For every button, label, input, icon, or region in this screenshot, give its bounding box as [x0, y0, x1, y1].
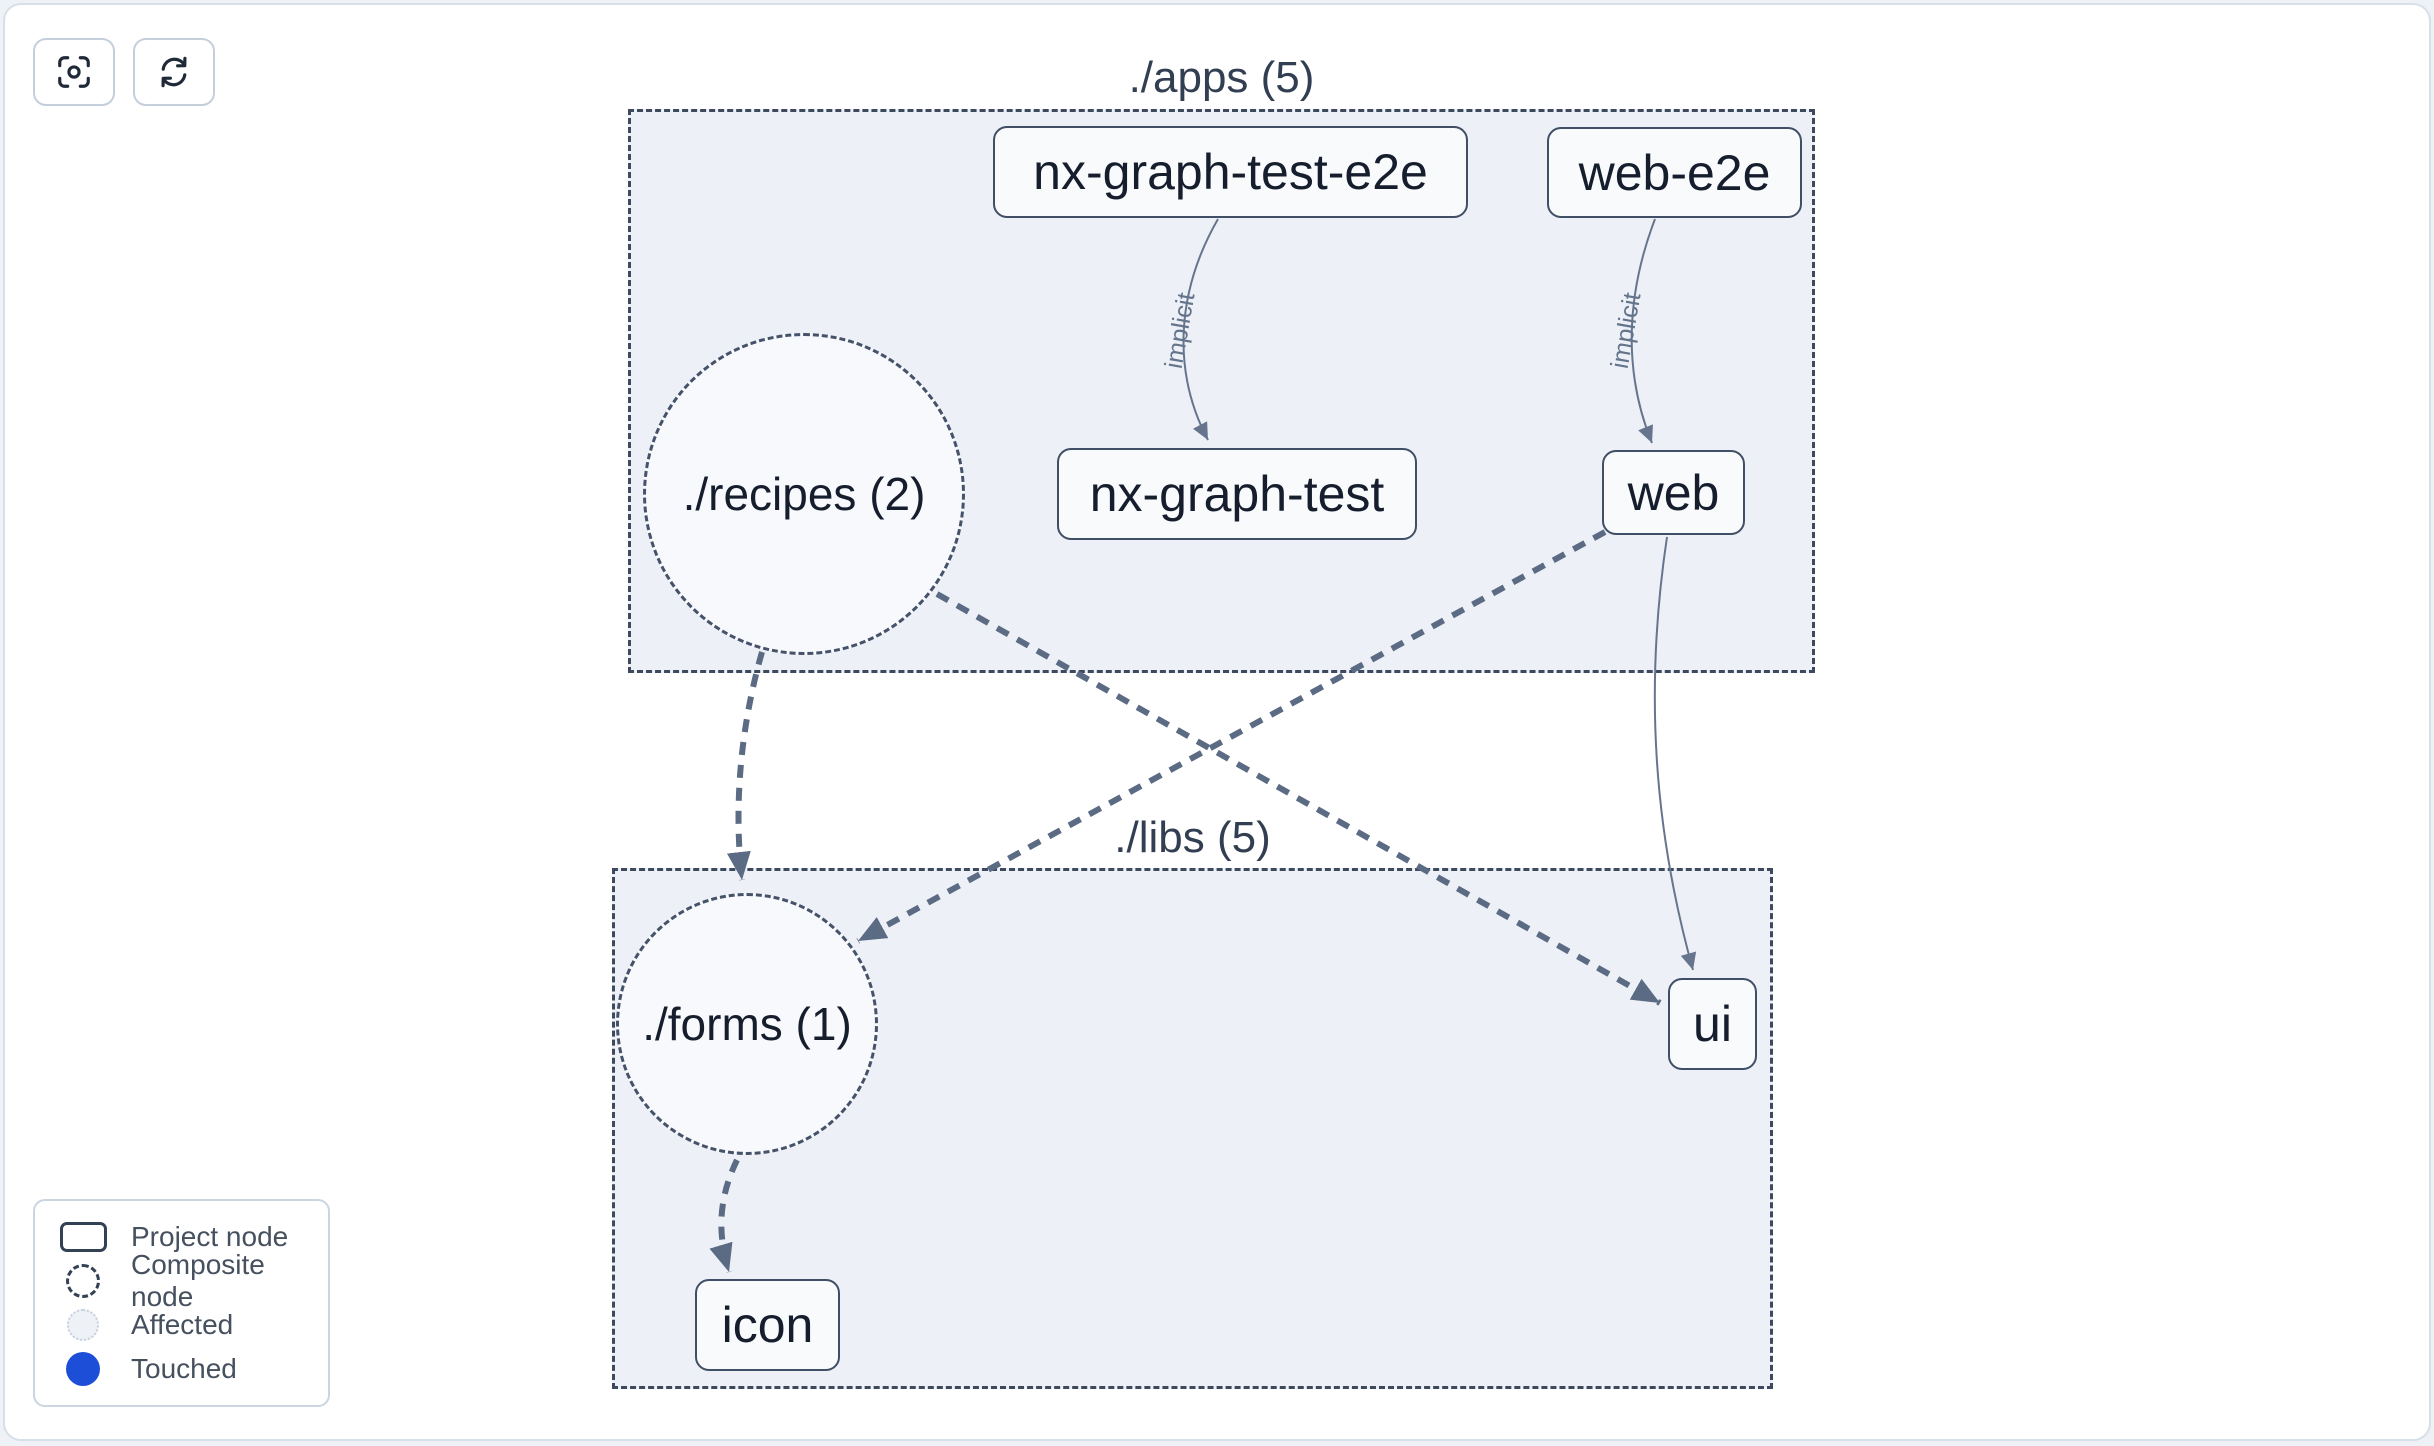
legend: Project node Composite node Affected Tou… [33, 1199, 330, 1407]
node-label: nx-graph-test-e2e [1033, 144, 1428, 200]
legend-row-affected: Affected [35, 1305, 328, 1345]
affected-swatch-icon [35, 1309, 131, 1341]
legend-row-touched: Touched [35, 1349, 328, 1389]
legend-row-project: Project node [35, 1217, 328, 1257]
node-label: ./recipes (2) [682, 468, 926, 520]
group-apps-label: ./apps (5) [1128, 53, 1315, 102]
node-web-e2e[interactable]: web-e2e [1547, 127, 1802, 218]
node-nx-graph-test-e2e[interactable]: nx-graph-test-e2e [993, 126, 1468, 218]
node-forms-composite[interactable]: ./forms (1) [616, 893, 878, 1155]
node-web[interactable]: web [1602, 450, 1745, 535]
node-icon[interactable]: icon [695, 1279, 840, 1371]
legend-label: Touched [131, 1353, 237, 1384]
group-libs-label: ./libs (5) [1114, 813, 1271, 862]
node-label: icon [721, 1297, 814, 1353]
composite-node-swatch-icon [35, 1264, 131, 1298]
focus-button[interactable] [33, 38, 115, 106]
node-ui[interactable]: ui [1668, 978, 1757, 1070]
touched-swatch-icon [35, 1352, 131, 1386]
legend-label: Affected [131, 1309, 234, 1340]
legend-label: Composite node [131, 1249, 265, 1312]
legend-label: Project node [131, 1221, 289, 1252]
focus-target-icon [55, 53, 93, 91]
node-label: web [1627, 464, 1720, 521]
project-node-swatch-icon [35, 1222, 131, 1252]
node-label: nx-graph-test [1089, 466, 1385, 522]
refresh-cycle-icon [155, 53, 193, 91]
refresh-button[interactable] [133, 38, 215, 106]
node-label: ui [1693, 996, 1732, 1052]
node-recipes-composite[interactable]: ./recipes (2) [643, 333, 965, 655]
node-label: ./forms (1) [642, 998, 852, 1050]
node-nx-graph-test[interactable]: nx-graph-test [1057, 448, 1417, 540]
legend-row-composite: Composite node [35, 1249, 328, 1312]
node-label: web-e2e [1578, 144, 1771, 201]
